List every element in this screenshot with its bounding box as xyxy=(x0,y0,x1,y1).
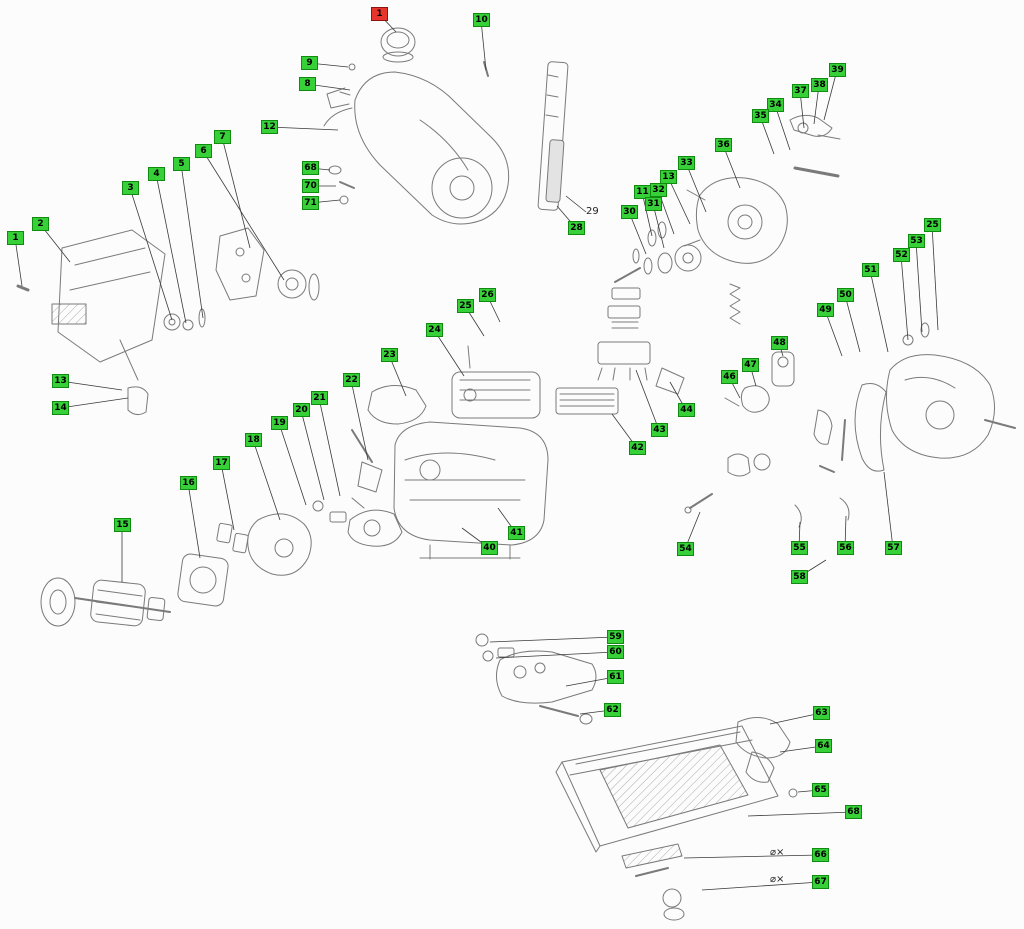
sketch-blade-flanges xyxy=(614,221,741,325)
part-label-9[interactable]: 9 xyxy=(301,56,318,70)
part-label-53[interactable]: 53 xyxy=(908,234,925,248)
sketch-small-hardware-left xyxy=(163,165,355,331)
part-label-50[interactable]: 50 xyxy=(837,288,854,302)
part-label-62[interactable]: 62 xyxy=(604,703,621,717)
part-label-57[interactable]: 57 xyxy=(885,541,902,555)
part-label-60[interactable]: 60 xyxy=(607,645,624,659)
sketch-motor-housing xyxy=(347,345,549,560)
sketch-pivot-assembly xyxy=(247,429,383,576)
part-label-12[interactable]: 12 xyxy=(261,120,278,134)
part-label-65[interactable]: 65 xyxy=(812,783,829,797)
part-label-43[interactable]: 43 xyxy=(651,423,668,437)
part-label-55[interactable]: 55 xyxy=(791,541,808,555)
sketch-electronics xyxy=(555,287,685,415)
part-label-30[interactable]: 30 xyxy=(621,205,638,219)
part-label-1[interactable]: 1 xyxy=(371,7,388,21)
part-label-28[interactable]: 28 xyxy=(568,221,585,235)
part-label-26[interactable]: 26 xyxy=(479,288,496,302)
part-label-37[interactable]: 37 xyxy=(792,84,809,98)
part-label-67[interactable]: 67 xyxy=(812,875,829,889)
part-label-64[interactable]: 64 xyxy=(815,739,832,753)
sketch-guide-column xyxy=(537,61,569,211)
annotation-text: 29 xyxy=(586,206,599,217)
part-label-34[interactable]: 34 xyxy=(767,98,784,112)
part-label-40[interactable]: 40 xyxy=(481,541,498,555)
part-label-46[interactable]: 46 xyxy=(721,370,738,384)
part-label-10[interactable]: 10 xyxy=(473,13,490,27)
part-label-16[interactable]: 16 xyxy=(180,476,197,490)
part-label-52[interactable]: 52 xyxy=(893,248,910,262)
part-label-42[interactable]: 42 xyxy=(629,441,646,455)
part-label-15[interactable]: 15 xyxy=(114,518,131,532)
part-label-7[interactable]: 7 xyxy=(214,130,231,144)
part-label-25[interactable]: 25 xyxy=(924,218,941,232)
sketch-gear-housing xyxy=(683,177,788,264)
annotation-text: ⌀× xyxy=(770,874,785,885)
part-label-20[interactable]: 20 xyxy=(293,403,310,417)
part-label-17[interactable]: 17 xyxy=(213,456,230,470)
part-label-14[interactable]: 14 xyxy=(52,401,69,415)
part-label-19[interactable]: 19 xyxy=(271,416,288,430)
part-label-13[interactable]: 13 xyxy=(660,170,677,184)
part-label-5[interactable]: 5 xyxy=(173,157,190,171)
part-label-56[interactable]: 56 xyxy=(837,541,854,555)
part-label-4[interactable]: 4 xyxy=(148,167,165,181)
part-label-41[interactable]: 41 xyxy=(508,526,525,540)
part-label-63[interactable]: 63 xyxy=(813,706,830,720)
part-label-2[interactable]: 2 xyxy=(32,217,49,231)
part-label-21[interactable]: 21 xyxy=(311,391,328,405)
part-label-68[interactable]: 68 xyxy=(845,805,862,819)
part-label-23[interactable]: 23 xyxy=(381,348,398,362)
part-label-24[interactable]: 24 xyxy=(426,323,443,337)
sketch-left-guard xyxy=(16,229,166,416)
part-label-6[interactable]: 6 xyxy=(195,144,212,158)
part-label-33[interactable]: 33 xyxy=(678,156,695,170)
part-label-36[interactable]: 36 xyxy=(715,138,732,152)
part-label-35[interactable]: 35 xyxy=(752,109,769,123)
part-label-70[interactable]: 70 xyxy=(302,179,319,193)
part-label-54[interactable]: 54 xyxy=(677,542,694,556)
part-label-61[interactable]: 61 xyxy=(607,670,624,684)
part-label-47[interactable]: 47 xyxy=(742,358,759,372)
sketch-top-right-linkage xyxy=(789,114,841,178)
annotation-text: ⌀× xyxy=(770,847,785,858)
part-label-31[interactable]: 31 xyxy=(645,197,662,211)
part-label-71[interactable]: 71 xyxy=(302,196,319,210)
part-label-58[interactable]: 58 xyxy=(791,570,808,584)
part-label-39[interactable]: 39 xyxy=(829,63,846,77)
part-label-1[interactable]: 1 xyxy=(7,231,24,245)
sketch-mid-right-parts xyxy=(684,351,850,528)
part-label-38[interactable]: 38 xyxy=(811,78,828,92)
part-label-32[interactable]: 32 xyxy=(650,183,667,197)
part-label-18[interactable]: 18 xyxy=(245,433,262,447)
part-label-51[interactable]: 51 xyxy=(862,263,879,277)
part-label-48[interactable]: 48 xyxy=(771,336,788,350)
sketch-base-assembly xyxy=(475,633,798,921)
part-label-68[interactable]: 68 xyxy=(302,161,319,175)
part-label-44[interactable]: 44 xyxy=(678,403,695,417)
part-label-11[interactable]: 11 xyxy=(634,185,651,199)
part-label-25[interactable]: 25 xyxy=(457,299,474,313)
part-label-22[interactable]: 22 xyxy=(343,373,360,387)
part-label-49[interactable]: 49 xyxy=(817,303,834,317)
part-label-59[interactable]: 59 xyxy=(607,630,624,644)
part-label-13[interactable]: 13 xyxy=(52,374,69,388)
part-label-3[interactable]: 3 xyxy=(122,181,139,195)
sketch-right-handle-housing xyxy=(854,322,1016,472)
sketch-motor-armature xyxy=(40,522,249,627)
part-label-66[interactable]: 66 xyxy=(812,848,829,862)
part-label-8[interactable]: 8 xyxy=(299,77,316,91)
